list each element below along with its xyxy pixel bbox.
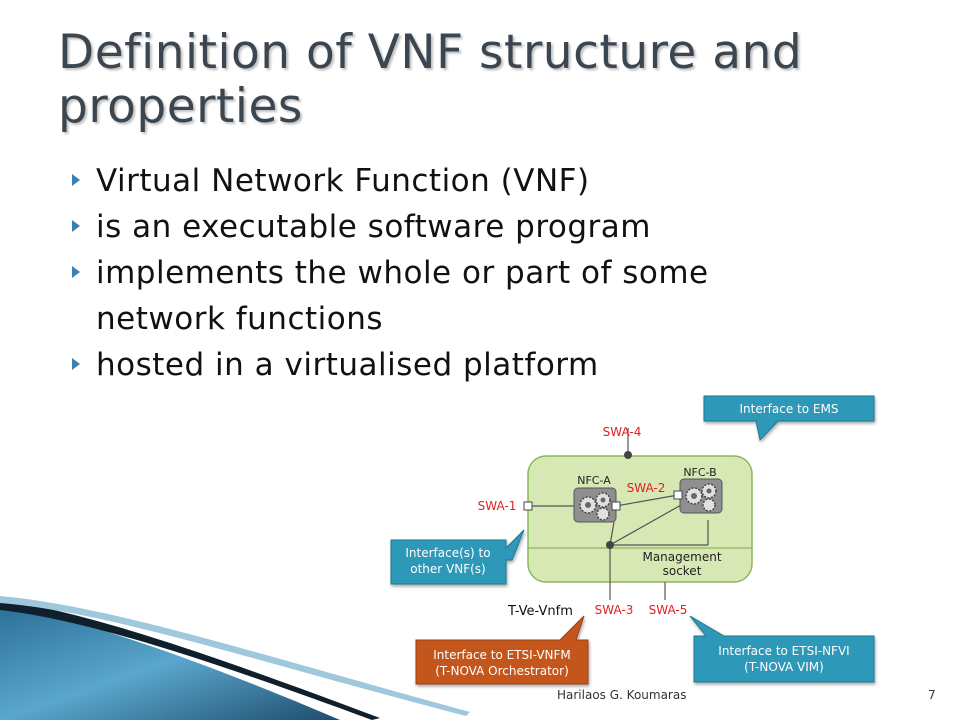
nfvi-callout-text: Interface to ETSI-NFVI — [718, 644, 849, 658]
vnfm-callout-text: Interface to ETSI-VNFM — [433, 648, 571, 662]
vnfm-callout-text: (T-NOVA Orchestrator) — [435, 664, 569, 678]
bullet-arrow-icon — [72, 266, 80, 278]
swa4-label: SWA-4 — [603, 425, 642, 439]
mgmt-node — [606, 541, 614, 549]
port-square — [673, 490, 683, 500]
bullet-arrow-icon — [72, 358, 80, 370]
bullet-item: hosted in a virtualised platform — [70, 342, 830, 388]
gear-icon — [579, 492, 611, 521]
nfvi-callout-text: (T-NOVA VIM) — [744, 660, 824, 674]
bullet-text: is an executable software program — [96, 209, 651, 245]
swa5-label: SWA-5 — [649, 603, 688, 617]
bullet-text: hosted in a virtualised platform — [96, 347, 599, 383]
slide-title: Definition of VNF structure and properti… — [58, 25, 803, 134]
bullet-arrow-icon — [72, 174, 80, 186]
nfvi-callout — [689, 615, 875, 683]
bullet-list: Virtual Network Function (VNF) is an exe… — [70, 158, 830, 388]
port-square — [611, 501, 621, 511]
swa3-label: SWA-3 — [595, 603, 634, 617]
bullet-arrow-icon — [72, 220, 80, 232]
vnfm-callout — [415, 615, 589, 685]
vnfs-callout-text: other VNF(s) — [410, 562, 486, 576]
vnfs-callout — [390, 529, 525, 585]
gear-icon — [685, 483, 717, 512]
footer-author: Harilaos G. Koumaras — [557, 688, 687, 702]
ems-callout-text: Interface to EMS — [740, 402, 839, 416]
bullet-item: implements the whole or part of some net… — [70, 250, 830, 342]
swa4-node — [624, 451, 632, 459]
tvevnfm-label: T-Ve-Vnfm — [507, 604, 573, 619]
ems-callout — [703, 395, 875, 442]
bullet-item: is an executable software program — [70, 204, 830, 250]
bullet-text: implements the whole or part of some net… — [96, 255, 709, 337]
management-socket-label: Management — [642, 550, 721, 564]
vnfs-callout-text: Interface(s) to — [405, 546, 490, 560]
swa1-label: SWA-1 — [478, 499, 517, 513]
page-number: 7 — [928, 688, 936, 702]
nfc-b-label: NFC-B — [683, 466, 716, 479]
swa2-label: SWA-2 — [627, 481, 666, 495]
bullet-item: Virtual Network Function (VNF) — [70, 158, 830, 204]
management-socket-label: socket — [663, 564, 702, 578]
bullet-text: Virtual Network Function (VNF) — [96, 163, 590, 199]
port-square — [523, 501, 533, 511]
nfc-a-label: NFC-A — [577, 474, 611, 487]
